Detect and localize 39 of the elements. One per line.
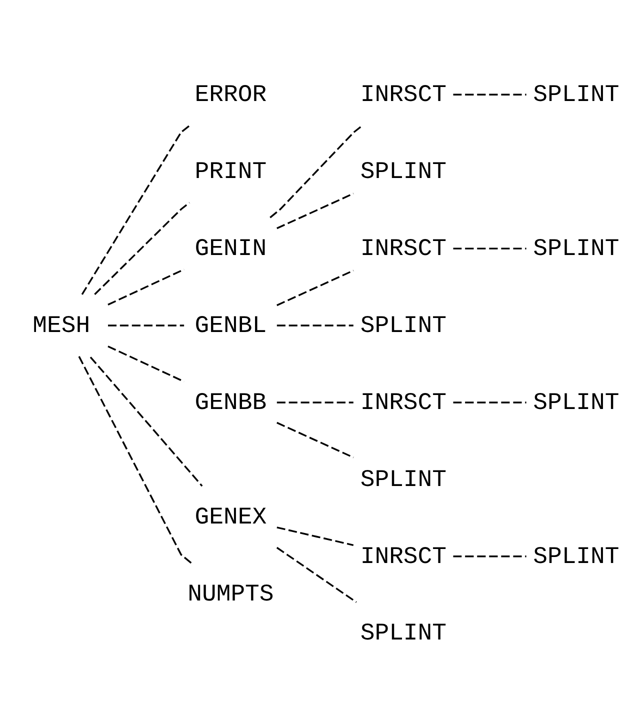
connector: [276, 270, 354, 306]
node-text: ERROR: [194, 82, 267, 109]
node-text: SPLINT: [360, 312, 447, 340]
connector: [276, 402, 354, 404]
connector: [81, 125, 190, 295]
connector: [108, 346, 184, 382]
node-text: SPLINT: [533, 236, 620, 263]
node-text: GENBL: [194, 312, 267, 340]
node-text: NUMPTS: [188, 581, 274, 608]
connector: [78, 356, 192, 564]
connector: [276, 324, 354, 326]
node-text: SPLINT: [360, 466, 447, 494]
connector: [276, 526, 354, 546]
connector: [276, 422, 354, 458]
node-text: GENBB: [194, 390, 267, 417]
connector: [270, 125, 363, 218]
connector: [108, 324, 184, 326]
node-text: PRINT: [194, 158, 267, 186]
node-text: SPLINT: [533, 82, 620, 109]
node-text: SPLINT: [533, 390, 620, 417]
connector: [276, 192, 354, 230]
node-text: INRSCT: [360, 390, 447, 417]
connector: [94, 202, 190, 295]
node-text: INRSCT: [360, 82, 447, 109]
node-text: GENEX: [194, 504, 267, 532]
connector: [108, 268, 184, 306]
connector: [276, 546, 357, 603]
connector: [453, 402, 526, 404]
connector: [453, 248, 526, 250]
node-text: INRSCT: [360, 544, 447, 571]
node-text: SPLINT: [360, 158, 447, 186]
connector: [453, 94, 526, 96]
node-text: MESH: [32, 312, 90, 340]
connector: [90, 356, 203, 487]
node-text: SPLINT: [360, 620, 447, 648]
connector: [453, 556, 526, 558]
node-text: SPLINT: [533, 544, 620, 571]
node-text: GENIN: [194, 236, 267, 263]
node-text: INRSCT: [360, 236, 447, 263]
